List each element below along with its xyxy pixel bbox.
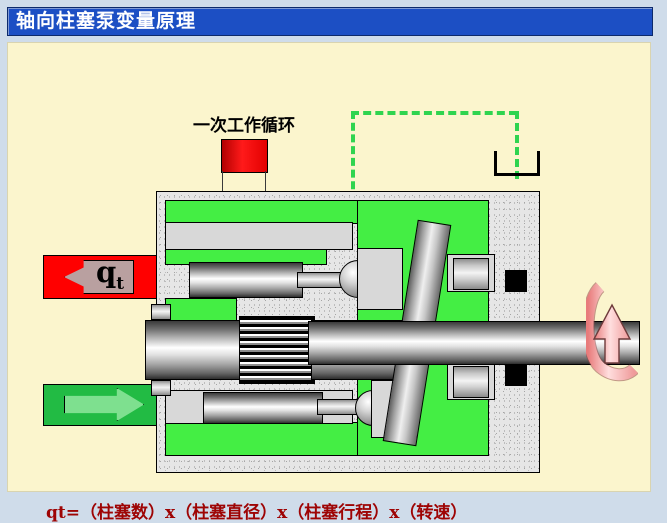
piston-upper xyxy=(189,262,303,298)
sleeve-upper xyxy=(165,222,353,250)
control-line-drop xyxy=(515,111,519,179)
stroke-indicator-box xyxy=(221,139,268,173)
retainer-upper xyxy=(151,304,171,320)
seal-lower xyxy=(505,364,527,386)
bearing-lower xyxy=(453,366,489,398)
seal-upper xyxy=(505,270,527,292)
retainer-lower xyxy=(151,380,171,396)
slide-title-bar: 轴向柱塞泵变量原理 xyxy=(7,7,653,36)
control-line-horizontal xyxy=(351,111,517,115)
piston-lower xyxy=(203,392,323,424)
rotation-arrow xyxy=(586,282,638,382)
bearing-upper xyxy=(453,258,489,290)
slide-content-panel: 一次工作循环 qt xyxy=(7,42,651,523)
page-title: 轴向柱塞泵变量原理 xyxy=(16,10,197,32)
flow-rate-label: qt xyxy=(96,255,125,294)
drive-shaft xyxy=(308,321,640,365)
slide-root: 轴向柱塞泵变量原理 一次工作循环 qt xyxy=(7,7,653,523)
flow-rate-formula: qt=（柱塞数）x（柱塞直径）x（柱塞行程）x（转速） xyxy=(46,503,468,523)
diagram-stage: 一次工作循环 qt xyxy=(8,43,650,491)
control-line-vertical xyxy=(351,111,355,201)
spline-teeth xyxy=(239,316,315,384)
cycle-label: 一次工作循环 xyxy=(193,116,295,136)
slipper-shoe-upper xyxy=(357,248,403,310)
tank-symbol xyxy=(494,151,540,176)
cylinder-block-left xyxy=(145,320,243,380)
